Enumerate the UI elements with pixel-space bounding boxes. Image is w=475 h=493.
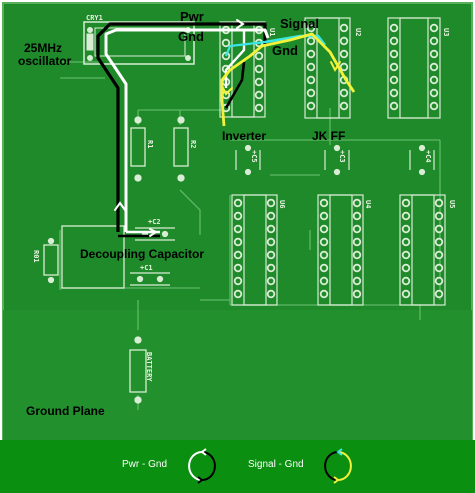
silk-u4: U4 <box>364 200 372 209</box>
resistor-r2 <box>173 116 189 182</box>
legend-pwr-gnd-label: Pwr - Gnd <box>122 459 168 470</box>
gnd-wire <box>104 28 270 232</box>
pwr-gnd-loop-icon <box>188 448 216 484</box>
pwr-inverter-wire <box>224 61 246 109</box>
gnd-return-wire-2 <box>224 40 266 57</box>
resistor-r1 <box>130 116 146 182</box>
silk-c1: +C1 <box>140 264 153 272</box>
legend-signal-gnd-label: Signal - Gnd <box>248 459 304 470</box>
capacitor-c5 <box>235 144 261 176</box>
ic-u6 <box>231 194 278 306</box>
gnd-label: Gnd <box>178 29 204 44</box>
capacitor-c4 <box>409 144 435 176</box>
capacitor-c1 <box>130 272 170 286</box>
silk-u5: U5 <box>448 200 456 209</box>
ground-plane-label: Ground Plane <box>26 404 105 418</box>
silk-r01: R01 <box>32 250 40 263</box>
silk-r1: R1 <box>146 140 154 149</box>
resistor-r01 <box>43 225 125 289</box>
oscillator-crystal <box>83 21 195 65</box>
board-shade <box>3 310 472 440</box>
oscillator-label: 25MHz <box>24 41 63 55</box>
silk-battery: BATTERY <box>145 352 153 382</box>
ic-u5 <box>399 194 446 306</box>
gnd-inverter-wire <box>224 30 246 88</box>
silk-c5: +C5 <box>250 150 258 163</box>
signal-label: Signal <box>280 16 320 31</box>
ic-pads <box>221 23 444 299</box>
silk-u1: U1 <box>268 28 276 37</box>
silk-c4: +C4 <box>424 150 432 163</box>
pwr-wire <box>96 22 267 232</box>
ic-u3 <box>387 17 441 119</box>
signal-gnd-loop-icon <box>324 448 352 484</box>
inverter-label: Inverter <box>222 129 267 143</box>
arrowheads <box>114 19 341 237</box>
battery <box>129 336 147 404</box>
gnd-return-label: Gnd <box>272 43 298 58</box>
decoupling-label: Decoupling Capacitor <box>80 247 205 261</box>
silk-r2: R2 <box>189 140 197 149</box>
ic-u4 <box>317 194 364 306</box>
silk-cry1: CRY1 <box>86 14 103 22</box>
silk-u3: U3 <box>442 28 450 37</box>
jk-ff-label: JK FF <box>312 129 346 143</box>
capacitor-c3 <box>324 144 350 176</box>
silk-u6: U6 <box>278 200 286 209</box>
silk-c3: +C3 <box>338 150 346 163</box>
oscillator-label-2: oscillator <box>18 54 72 68</box>
pwr-label: Pwr <box>180 9 204 24</box>
silk-c2: +C2 <box>148 218 161 226</box>
legend-bar: Pwr - Gnd Signal - Gnd <box>0 440 475 493</box>
silk-u2: U2 <box>354 28 362 37</box>
